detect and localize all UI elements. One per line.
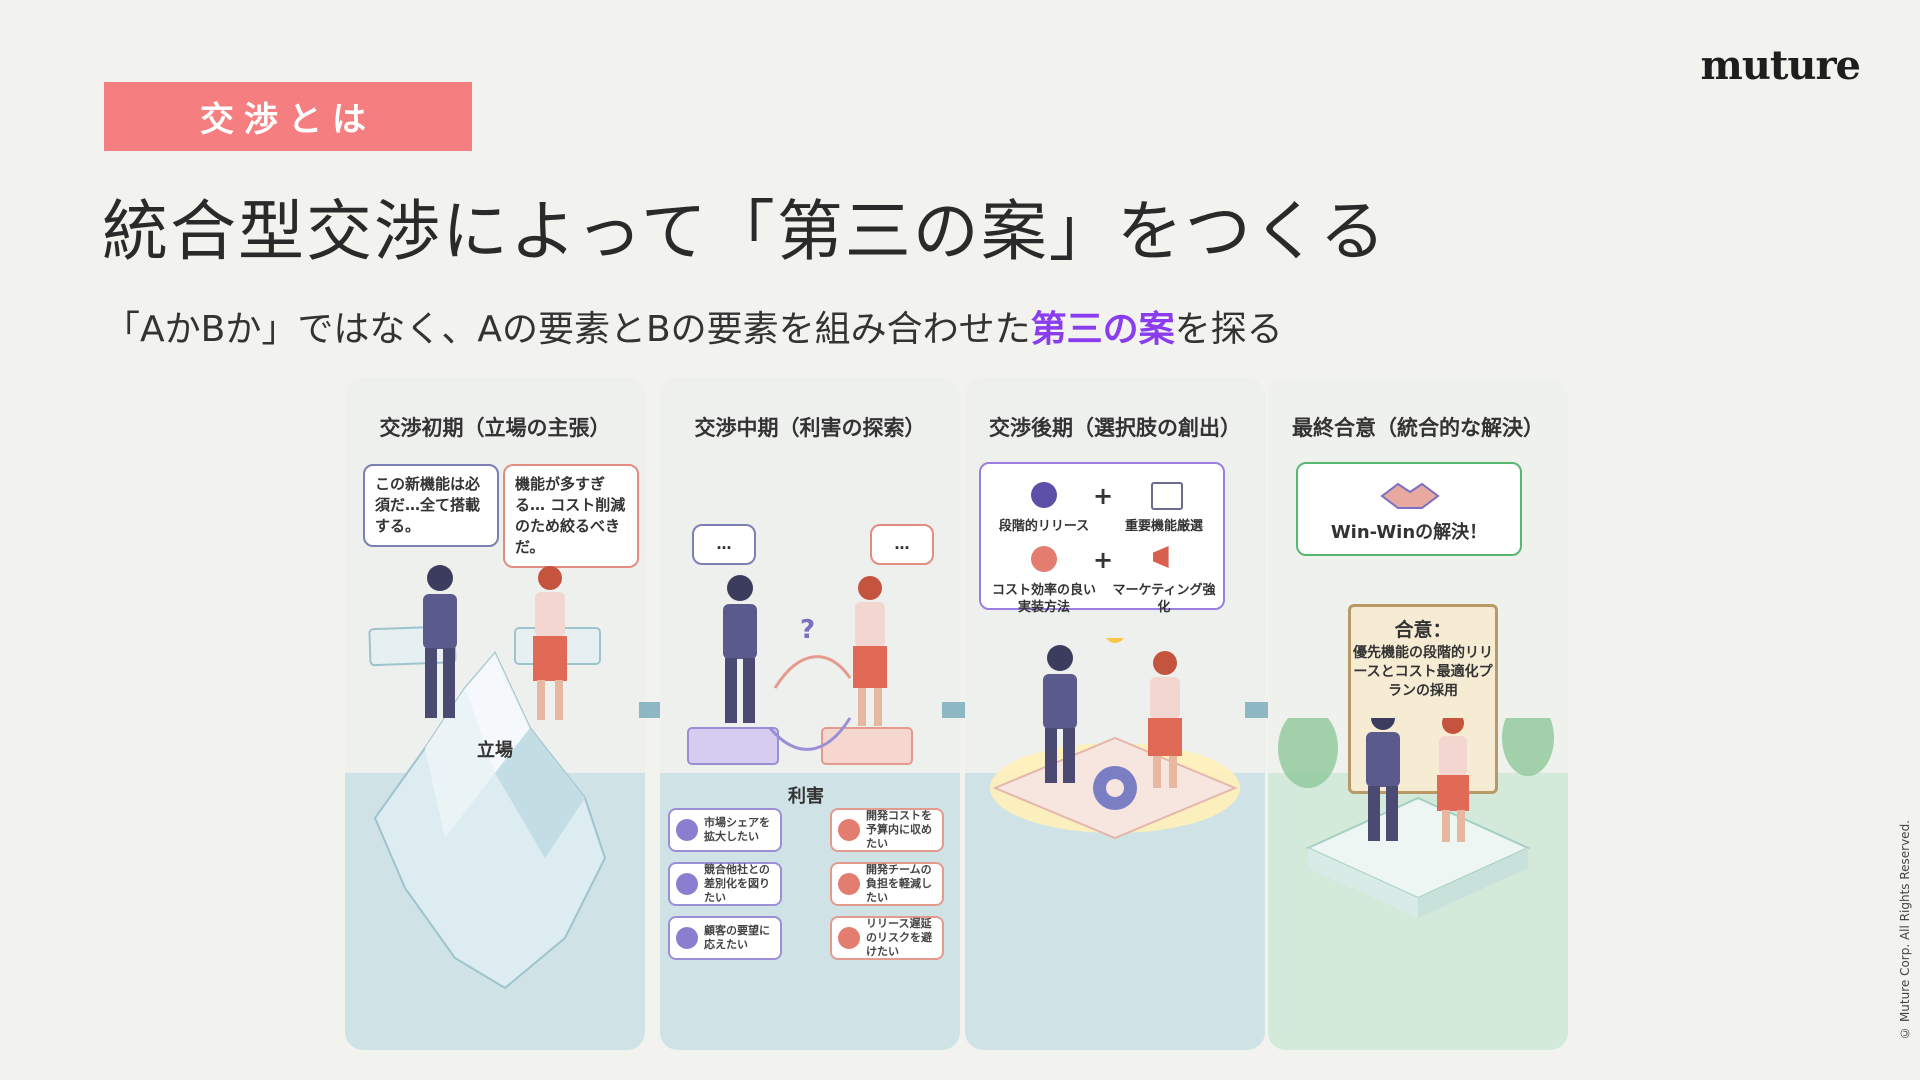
collaboration-illustration bbox=[965, 638, 1265, 938]
panel-final-agreement: 最終合意（統合的な解決） Win-Winの解決！ 合意： 優先機能の段階的リリー… bbox=[1268, 378, 1568, 1050]
interest-card-right: 開発コストを予算内に収めたい bbox=[830, 808, 944, 852]
interests-label: 利害 bbox=[788, 782, 824, 808]
negotiation-stages-diagram: 交渉初期（立場の主張） この新機能は必須だ…全て搭載する。 機能が多すぎる… コ… bbox=[345, 378, 1575, 1053]
option-cost-efficient: コスト効率の良い実装方法 bbox=[989, 582, 1099, 616]
checklist-icon bbox=[1151, 482, 1183, 510]
muture-logo: muture bbox=[1701, 42, 1861, 89]
handshake-icon bbox=[1378, 474, 1442, 514]
team-icon bbox=[838, 873, 860, 895]
agreement-text: 優先機能の段階的リリースとコスト最適化プランの採用 bbox=[1351, 644, 1495, 701]
copyright-notice: © Muture Corp. All Rights Reserved. bbox=[1898, 820, 1912, 1040]
page-subtitle: 「AかBか」ではなく、Aの要素とBの要素を組み合わせた第三の案を探る bbox=[104, 300, 1283, 352]
coins-icon bbox=[838, 819, 860, 841]
negotiators-thinking-illustration: ? bbox=[660, 568, 960, 808]
megaphone-icon bbox=[1153, 546, 1179, 568]
win-win-banner: Win-Winの解決！ bbox=[1296, 462, 1522, 556]
panel-title: 最終合意（統合的な解決） bbox=[1268, 412, 1568, 442]
speech-bubble-right: 機能が多すぎる… コスト削減のため絞るべきだ。 bbox=[503, 464, 639, 568]
chart-icon bbox=[676, 819, 698, 841]
page-title: 統合型交渉によって「第三の案」をつくる bbox=[102, 178, 1387, 274]
panel-initial-stage: 交渉初期（立場の主張） この新機能は必須だ…全て搭載する。 機能が多すぎる… コ… bbox=[345, 378, 645, 1050]
plus-sign: + bbox=[1093, 486, 1113, 507]
panel-title: 交渉初期（立場の主張） bbox=[345, 412, 645, 442]
win-win-text: Win-Winの解決！ bbox=[1298, 522, 1520, 543]
options-bubble: 段階的リリース 重要機能厳選 コスト効率の良い実装方法 マーケティング強化 + … bbox=[979, 462, 1225, 610]
speech-bubble-left: この新機能は必須だ…全て搭載する。 bbox=[363, 464, 499, 547]
position-label: 立場 bbox=[477, 736, 513, 762]
panel-title: 交渉中期（利害の探索） bbox=[660, 412, 960, 442]
interest-card-right: 開発チームの負担を軽減したい bbox=[830, 862, 944, 906]
subtitle-highlight: 第三の案 bbox=[1031, 309, 1175, 350]
globe-icon bbox=[1031, 482, 1057, 508]
star-icon bbox=[676, 873, 698, 895]
panel-title: 交渉後期（選択肢の創出） bbox=[965, 412, 1265, 442]
option-marketing: マーケティング強化 bbox=[1109, 582, 1219, 616]
subtitle-text-pre: 「AかBか」ではなく、Aの要素とBの要素を組み合わせた bbox=[104, 309, 1031, 350]
speech-bubble-left: … bbox=[692, 524, 756, 565]
team-icon bbox=[1031, 546, 1057, 572]
subtitle-text-post: を探る bbox=[1175, 309, 1283, 350]
svg-text:?: ? bbox=[800, 615, 815, 645]
panel-late-stage: 交渉後期（選択肢の創出） 段階的リリース 重要機能厳選 コスト効率の良い実装方法… bbox=[965, 378, 1265, 1050]
plus-sign: + bbox=[1093, 550, 1113, 571]
interest-card-left: 競合他社との差別化を図りたい bbox=[668, 862, 782, 906]
option-core-features: 重要機能厳選 bbox=[1109, 518, 1219, 535]
calendar-icon bbox=[838, 927, 860, 949]
handshake-platform-illustration bbox=[1268, 718, 1568, 1018]
panel-middle-stage: 交渉中期（利害の探索） … … ? 利害 市場シェアを拡大したい 競合他社との差… bbox=[660, 378, 960, 1050]
interest-card-left: 市場シェアを拡大したい bbox=[668, 808, 782, 852]
option-phased-release: 段階的リリース bbox=[989, 518, 1099, 535]
section-tag: 交渉とは bbox=[104, 82, 472, 151]
thumbs-up-icon bbox=[676, 927, 698, 949]
speech-bubble-right: … bbox=[870, 524, 934, 565]
agreement-heading: 合意： bbox=[1351, 621, 1495, 640]
interest-card-right: リリース遅延のリスクを避けたい bbox=[830, 916, 944, 960]
interest-card-left: 顧客の要望に応えたい bbox=[668, 916, 782, 960]
